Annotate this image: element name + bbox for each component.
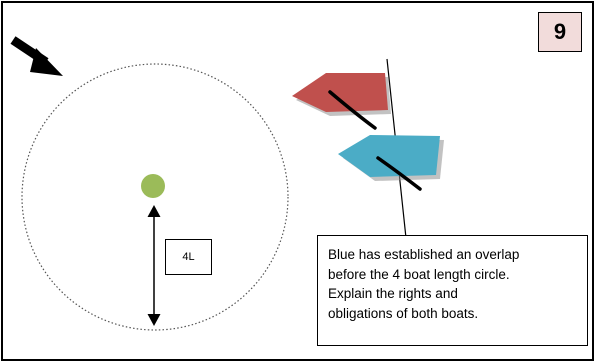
blue-boat-sail — [376, 156, 422, 191]
mark-buoy — [141, 174, 165, 198]
question-box: Blue has established an overlap before t… — [317, 235, 588, 346]
blue-boat — [338, 135, 444, 191]
question-line: before the 4 boat length circle. — [328, 266, 510, 282]
zone-circle — [21, 63, 289, 331]
red-boat — [292, 73, 391, 130]
boat-length-label: 4L — [165, 239, 212, 275]
wind-arrow-icon — [10, 36, 63, 76]
question-line: Blue has established an overlap — [328, 247, 520, 262]
slide-number: 9 — [553, 19, 567, 44]
question-line: obligations of both boats. — [328, 305, 479, 321]
slide-number-badge: 9 — [538, 12, 582, 52]
question-line: Explain the rights and — [328, 286, 458, 301]
length-measure-arrow — [147, 205, 161, 326]
red-boat-sail — [328, 90, 377, 130]
boat-length-text: 4L — [182, 251, 195, 263]
